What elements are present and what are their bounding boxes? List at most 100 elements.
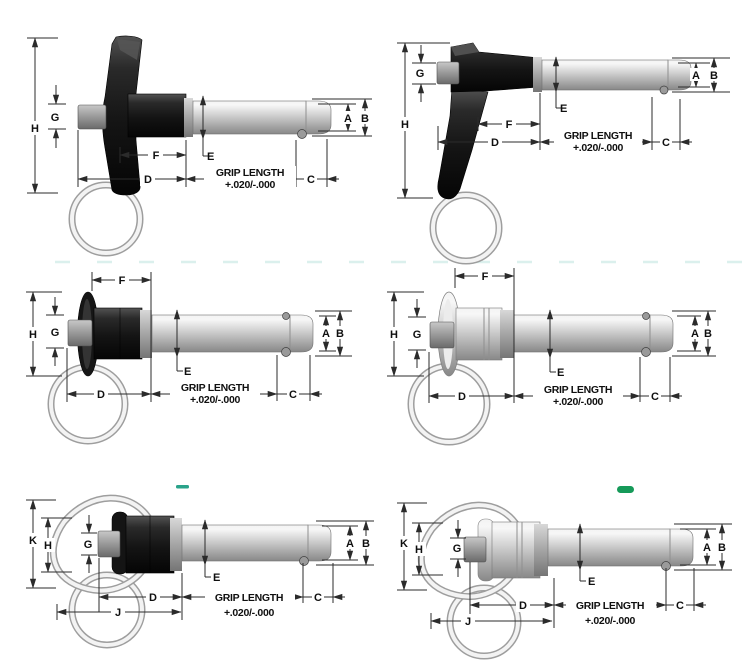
dim-label-h: H [31, 123, 39, 135]
pin-tip [305, 100, 332, 135]
pin-shank [541, 59, 669, 91]
dim-label-c: C [662, 137, 670, 149]
pin-tip [289, 314, 314, 353]
pin-tip [667, 59, 692, 91]
label-bg [674, 598, 686, 611]
label-bg [41, 538, 55, 552]
grip-length-text: GRIP LENGTH [216, 167, 284, 179]
grip-button [429, 321, 455, 349]
label-bg [690, 68, 702, 81]
label-bg [398, 117, 412, 131]
dim-label-g: G [416, 68, 425, 80]
wire-ring-handle [49, 494, 154, 594]
dim-label-k: K [29, 535, 37, 547]
dim-label-a: A [322, 328, 330, 340]
label-bg [26, 533, 40, 547]
label-bg [455, 389, 469, 403]
label-bg [320, 326, 332, 339]
label-bg [574, 614, 647, 627]
dim-label-b: B [336, 328, 344, 340]
dim-label-h: H [29, 329, 37, 341]
dim-label-f: F [119, 275, 126, 287]
detent-ball-top [642, 312, 650, 320]
dim-label-e: E [557, 367, 564, 379]
dim-label-b: B [704, 328, 712, 340]
label-bg [213, 606, 286, 619]
dim-label-g: G [413, 329, 422, 341]
diagram-button-handle-pin-black: F H G E D GRIP LENGTH +.020/-.000 C A B [26, 269, 352, 445]
grip-tolerance-text: +.020/-.000 [224, 607, 275, 619]
l-handle-lever [437, 87, 489, 200]
label-bg [170, 381, 260, 407]
detent-ball [299, 556, 309, 566]
label-bg [660, 135, 672, 148]
dim-label-a: A [692, 70, 700, 82]
dim-label-a: A [344, 113, 352, 125]
grip-button [436, 61, 460, 85]
pin-shank [181, 524, 309, 562]
dim-label-h: H [44, 540, 52, 552]
label-bg [488, 135, 502, 149]
dim-label-d: D [458, 391, 466, 403]
dim-label-b: B [710, 70, 718, 82]
lanyard-ring [429, 191, 503, 265]
label-bg [412, 542, 426, 556]
body-collar [500, 310, 514, 358]
label-bg [516, 598, 530, 612]
label-bg [287, 387, 299, 400]
body-collar [534, 524, 548, 576]
label-bg [146, 590, 160, 604]
grip-length-text: GRIP LENGTH [576, 600, 644, 612]
dim-label-c: C [314, 592, 322, 604]
label-bg [26, 327, 40, 341]
label-bg [649, 389, 661, 402]
dim-label-e: E [184, 366, 191, 378]
label-bg [502, 117, 516, 131]
dimension-lines [397, 42, 730, 199]
dim-label-j: J [115, 607, 121, 619]
label-bg [461, 614, 475, 628]
label-bg [148, 148, 163, 162]
grip-button [97, 530, 121, 558]
grip-length-text: GRIP LENGTH [544, 384, 612, 396]
dim-label-e: E [588, 576, 595, 588]
label-bg [478, 265, 492, 279]
detent-ball [281, 347, 291, 357]
label-bg [28, 121, 43, 135]
dim-label-d: D [97, 389, 105, 401]
label-bg [205, 590, 295, 604]
dimension-lines [397, 502, 732, 629]
label-bg [689, 326, 701, 339]
dim-label-h: H [390, 329, 398, 341]
label-bg [140, 172, 155, 186]
label-bg [533, 383, 623, 409]
label-bg [360, 536, 372, 549]
lanyard-ring [47, 363, 129, 445]
dim-label-h: H [415, 544, 423, 556]
label-bg [566, 598, 656, 612]
pin-tip [307, 524, 332, 562]
dim-label-f: F [153, 150, 160, 162]
grip-length-text: GRIP LENGTH [215, 592, 283, 604]
label-bg [387, 327, 401, 341]
hub-collar [533, 57, 542, 92]
dim-label-e: E [560, 103, 567, 115]
label-bg [115, 269, 129, 283]
dim-label-d: D [149, 592, 157, 604]
diagram-ring-handle-pin-stainless: K H G E D J GRIP LENGTH +.020/-.000 C A … [397, 501, 732, 660]
pin-shank [547, 528, 671, 567]
dim-label-d: D [519, 600, 527, 612]
handle-hub [127, 93, 187, 138]
dim-label-a: A [691, 328, 699, 340]
dim-label-g: G [51, 327, 60, 339]
dim-label-j: J [465, 616, 471, 628]
diagram-t-handle-pin: H G F E D GRIP LENGTH +.020/-.000 C A B [27, 35, 372, 257]
dim-label-k: K [400, 538, 408, 550]
label-bg [334, 326, 346, 339]
pin-shank [151, 314, 291, 353]
grip-tolerance-text: +.020/-.000 [190, 394, 241, 406]
body-collar [170, 518, 182, 571]
hub-collar [184, 98, 193, 137]
handle-body [455, 307, 503, 361]
green-scan-mark [617, 486, 634, 493]
